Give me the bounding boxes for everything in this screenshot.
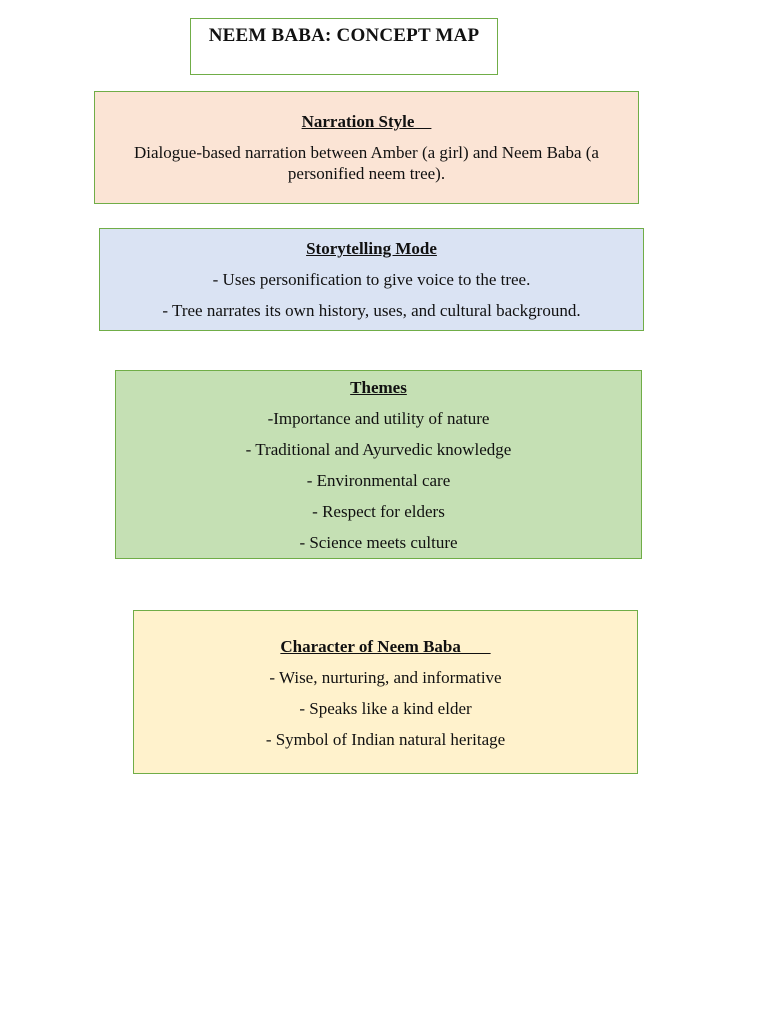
theme-item: - Science meets culture <box>299 533 458 552</box>
theme-item: -Importance and utility of nature <box>267 409 490 428</box>
concept-map-title-box: NEEM BABA: CONCEPT MAP <box>190 18 498 75</box>
theme-item: - Traditional and Ayurvedic knowledge <box>245 440 512 459</box>
narration-style-heading: Narration Style <box>301 112 432 131</box>
themes-heading: Themes <box>350 378 407 397</box>
character-heading: Character of Neem Baba <box>280 637 491 656</box>
character-box: Character of Neem Baba - Wise, nurturing… <box>133 610 638 774</box>
storytelling-mode-box: Storytelling Mode - Uses personification… <box>99 228 644 331</box>
character-trait: - Wise, nurturing, and informative <box>269 668 502 687</box>
character-trait: - Speaks like a kind elder <box>299 699 472 718</box>
character-trait: - Symbol of Indian natural heritage <box>265 730 506 749</box>
theme-item: - Environmental care <box>306 471 451 490</box>
storytelling-line: - Uses personification to give voice to … <box>212 270 531 289</box>
page-title: NEEM BABA: CONCEPT MAP <box>208 25 480 46</box>
themes-box: Themes -Importance and utility of nature… <box>115 370 642 559</box>
narration-style-box: Narration Style Dialogue-based narration… <box>94 91 639 204</box>
storytelling-mode-heading: Storytelling Mode <box>306 239 437 258</box>
narration-style-text: Dialogue-based narration between Amber (… <box>134 143 599 183</box>
storytelling-line: - Tree narrates its own history, uses, a… <box>162 301 581 320</box>
theme-item: - Respect for elders <box>312 502 445 521</box>
